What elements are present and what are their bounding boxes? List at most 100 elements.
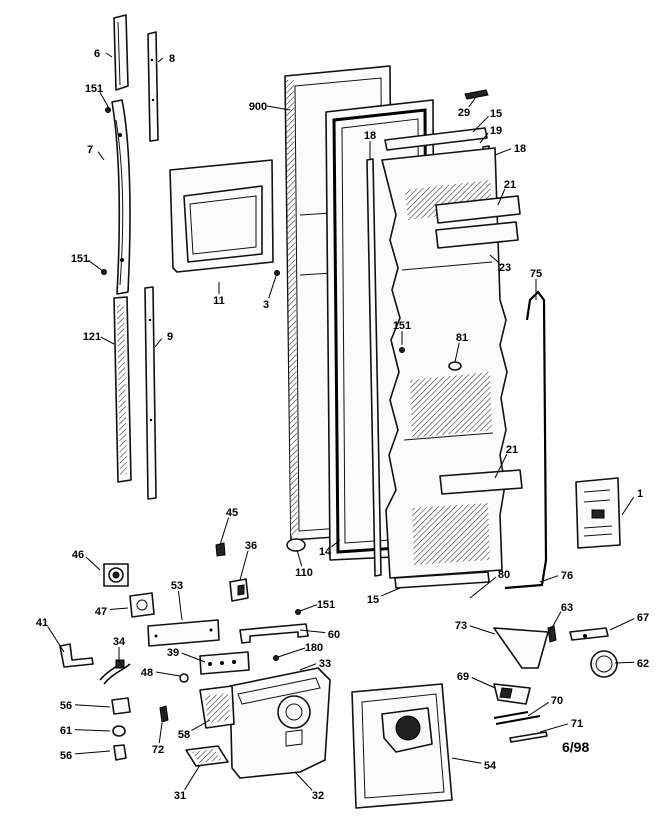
callout-c67: 67: [637, 612, 649, 624]
callout-c21a: 21: [504, 179, 516, 191]
leader-line-c8: [157, 57, 164, 63]
part-36-switch: [229, 578, 249, 602]
callout-c41: 41: [36, 617, 48, 629]
leader-line-c151a: [99, 92, 111, 111]
ice-chute-73: [493, 627, 549, 669]
lamp-socket-56-lower: [113, 744, 127, 761]
door-handle: [111, 99, 131, 295]
callout-c81: 81: [456, 332, 468, 344]
leader-line-c3: [268, 275, 277, 299]
actuator-72: [159, 705, 169, 723]
bracket-41: [59, 643, 94, 668]
lever-70: [493, 711, 541, 725]
callout-c151d: 151: [317, 599, 335, 611]
callout-c8: 8: [169, 53, 175, 65]
leader-line-c1: [621, 496, 635, 516]
clip-29: [464, 89, 489, 100]
dispenser-cover-54: [351, 683, 453, 809]
leader-line-c151d: [299, 604, 318, 612]
callout-c14: 14: [319, 546, 332, 558]
lower-trim-strip: [144, 286, 157, 500]
callout-c180: 180: [305, 642, 323, 654]
bottom-trim-15: [394, 571, 490, 589]
leader-line-c80: [469, 576, 497, 599]
callout-c151a: 151: [85, 83, 103, 95]
screw-151-liner: [399, 347, 405, 353]
callout-c56b: 56: [60, 750, 72, 762]
knob-46: [103, 563, 129, 587]
control-board-39: [199, 651, 250, 675]
leader-line-c48: [155, 671, 181, 677]
leader-line-c9: [154, 338, 163, 348]
lamp-socket-56: [111, 697, 131, 715]
callout-c58: 58: [178, 729, 190, 741]
leader-line-c900: [266, 105, 291, 111]
callout-c61: 61: [60, 725, 72, 737]
callout-c75: 75: [530, 268, 542, 280]
leader-line-c61: [74, 729, 111, 732]
dispenser-housing: [229, 667, 331, 779]
callout-c18a: 18: [364, 130, 376, 142]
part-45: [215, 542, 226, 557]
leader-line-c15a: [472, 115, 489, 133]
callout-c56a: 56: [60, 700, 72, 712]
callout-c45: 45: [226, 507, 238, 519]
callout-c60: 60: [328, 629, 340, 641]
callout-c53: 53: [171, 580, 183, 592]
leader-line-c72: [158, 722, 163, 744]
part-47-bracket: [129, 592, 155, 618]
shelf-bin-lower: [439, 469, 523, 495]
inner-door-liner: [381, 147, 508, 579]
lower-handle-trim: [113, 296, 132, 483]
leader-line-c63: [551, 611, 562, 629]
drip-tray-31: [185, 745, 229, 767]
mounting-frame-58: [199, 685, 235, 729]
leader-line-c39: [181, 652, 206, 663]
screw-3: [274, 270, 280, 276]
part-110-cap: [286, 538, 306, 552]
leader-line-c58: [191, 719, 211, 732]
leader-line-c73: [469, 625, 496, 635]
callout-c62: 62: [637, 658, 649, 670]
callout-c72: 72: [152, 744, 164, 756]
dispenser-recess-panel: [169, 159, 274, 273]
callout-c15b: 15: [367, 594, 379, 606]
callout-c54: 54: [484, 760, 497, 772]
leader-line-c21a: [497, 188, 506, 206]
callout-c76: 76: [561, 570, 573, 582]
leader-line-c110: [296, 549, 303, 567]
leader-line-c6: [105, 52, 113, 58]
callout-c80: 80: [498, 569, 510, 581]
callout-c6: 6: [94, 48, 100, 60]
upper-handle-cap: [113, 14, 129, 91]
screw-151-dispenser: [295, 609, 301, 615]
rod-71: [509, 731, 548, 743]
screw-180: [273, 655, 279, 661]
plug-81: [448, 361, 462, 371]
callout-c21b: 21: [506, 444, 518, 456]
owners-manual: [575, 477, 621, 549]
callout-c46: 46: [72, 549, 84, 561]
callout-c36: 36: [245, 540, 257, 552]
leader-line-c151b: [88, 259, 105, 273]
leader-line-c21b: [494, 453, 508, 479]
callout-leader-lines: [47, 52, 635, 791]
callout-c9: 9: [167, 331, 173, 343]
shelf-bin-upper: [435, 195, 521, 249]
leader-line-c69: [471, 677, 496, 689]
leader-line-c46: [85, 556, 101, 571]
date-code: 6/98: [562, 739, 589, 755]
leader-line-c33: [299, 663, 317, 671]
wire-harness-34: [99, 659, 131, 685]
leader-line-c47: [109, 607, 129, 610]
leader-line-c71: [539, 723, 569, 733]
leader-line-c29: [468, 96, 477, 108]
leader-line-c70: [527, 701, 549, 717]
heater-wire: [504, 290, 548, 590]
shelf-rail-left: [366, 158, 382, 577]
top-cap-trim: [384, 127, 488, 151]
callout-c7: 7: [87, 144, 93, 156]
callout-c34: 34: [113, 636, 126, 648]
